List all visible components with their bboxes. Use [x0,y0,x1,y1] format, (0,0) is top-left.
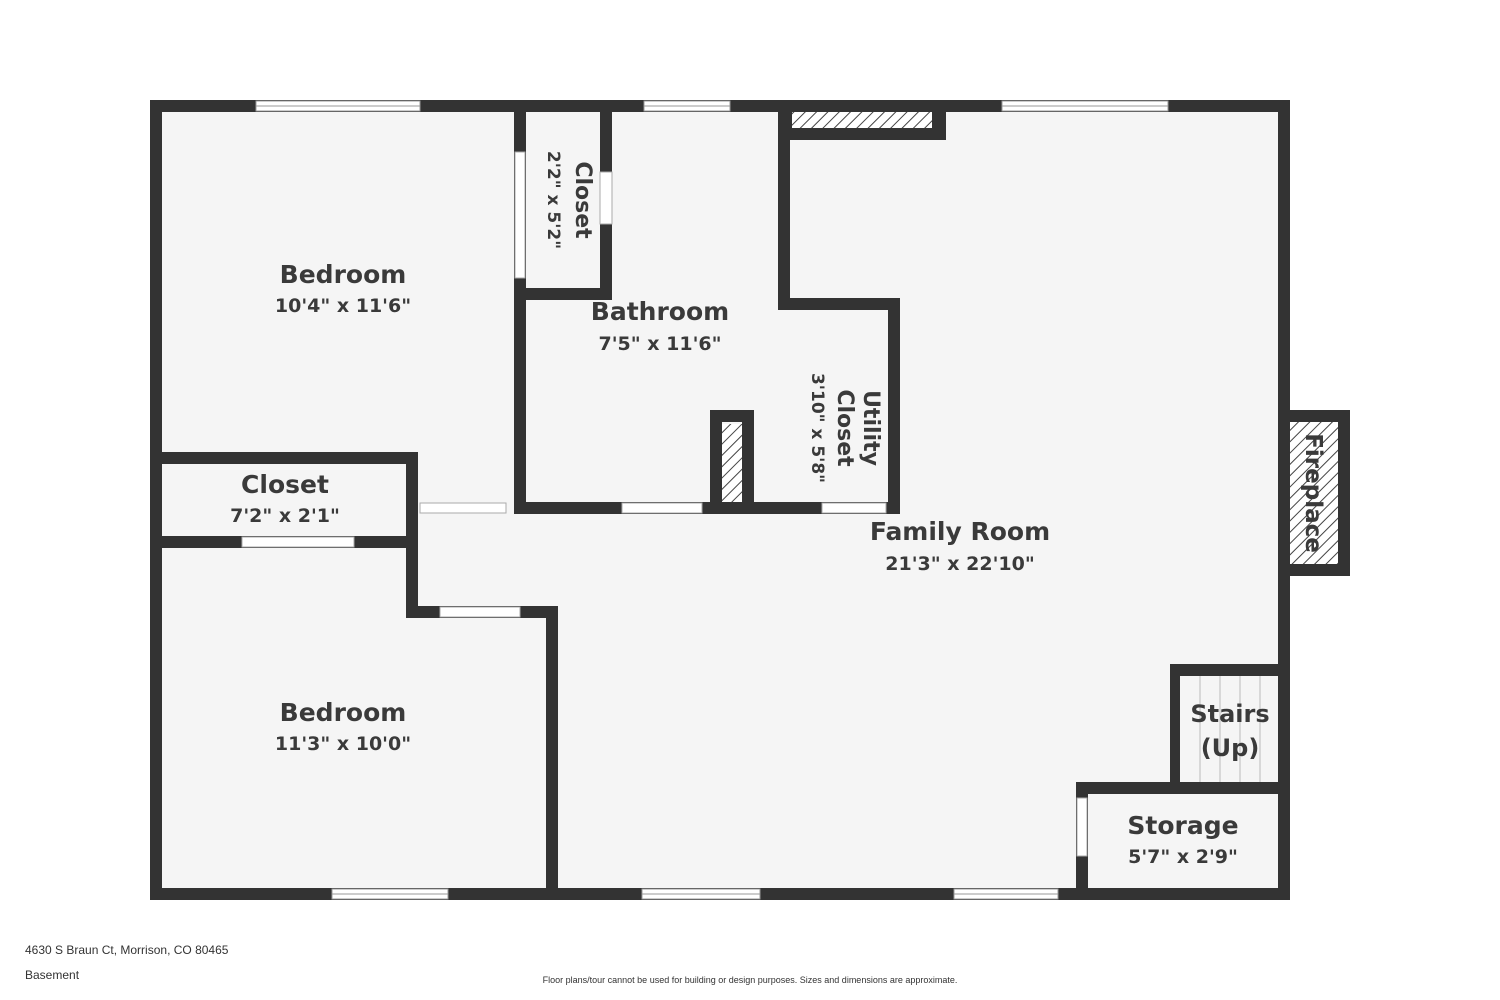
room-name: Storage [1127,811,1238,840]
wall [1076,782,1282,794]
room-name: Stairs [1190,700,1269,728]
room-name: Utility [858,390,883,466]
wall [514,502,900,514]
doorways [241,151,1088,857]
room-bedroom-top: Bedroom 10'4" x 11'6" [275,260,411,317]
room-fireplace: Fireplace [1300,433,1326,553]
doorway [621,502,703,514]
disclaimer: Floor plans/tour cannot be used for buil… [542,975,958,985]
room-dimensions: 3'10" x 5'8" [807,373,827,483]
wall [778,298,900,310]
room-stairs: Stairs (Up) [1190,700,1269,762]
exterior-wall-left [150,100,162,900]
room-utility-closet: Utility Closet 3'10" x 5'8" [807,373,883,483]
room-name: Fireplace [1300,433,1326,553]
wall [1170,664,1282,676]
doorway [821,502,887,514]
room-name: Family Room [870,517,1050,546]
room-dimensions: 7'5" x 11'6" [598,333,721,355]
room-name: Bathroom [591,297,729,326]
room-bathroom: Bathroom 7'5" x 11'6" [591,297,729,355]
wall [742,410,754,514]
fireplace-hatch [1290,422,1338,564]
doorway [1076,797,1088,857]
stairs-treads [1199,676,1261,782]
property-address: 4630 S Braun Ct, Morrison, CO 80465 [25,943,229,957]
room-dimensions: 2'2" x 5'2" [543,151,563,249]
room-bedroom-bottom: Bedroom 11'3" x 10'0" [275,698,411,755]
room-storage: Storage 5'7" x 2'9" [1127,811,1238,868]
room-dimensions: 11'3" x 10'0" [275,733,411,755]
wall [514,288,612,300]
room-closet-mid: Closet 7'2" x 2'1" [230,470,340,527]
room-dimensions: 21'3" x 22'10" [885,553,1034,575]
doorway [419,502,507,514]
doorway [241,536,355,548]
room-dimensions: 7'2" x 2'1" [230,505,340,527]
room-dimensions: 5'7" x 2'9" [1128,846,1238,868]
room-name: Closet [241,470,329,499]
column-hatch [722,424,742,502]
doorway [514,151,526,279]
wall [156,452,418,464]
room-name: Closet [570,161,595,239]
doorway [439,606,521,618]
room-closet-top: Closet 2'2" x 5'2" [543,151,595,249]
wall [710,410,722,514]
wall [546,606,558,894]
room-family-room: Family Room 21'3" x 22'10" [870,517,1050,575]
room-name: Bedroom [280,260,407,289]
room-name: Closet [832,389,857,467]
wall [406,452,418,618]
chimney-hatch [792,112,932,128]
wall [1170,664,1180,788]
room-dimensions: 10'4" x 11'6" [275,295,411,317]
room-name: (Up) [1201,734,1260,762]
room-name: Bedroom [280,698,407,727]
wall [888,298,900,514]
floor-level: Basement [25,968,80,982]
doorway [599,171,613,225]
